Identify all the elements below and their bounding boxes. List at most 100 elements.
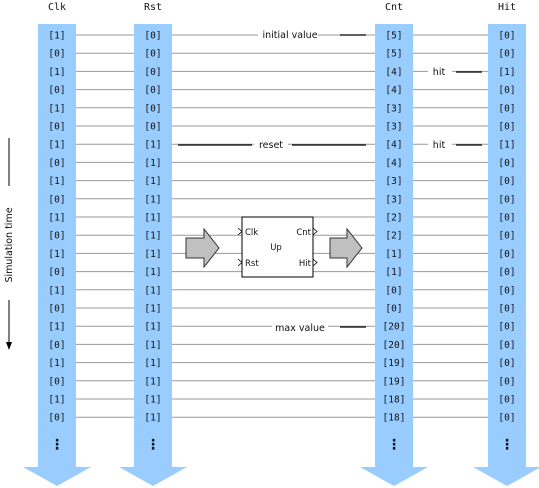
hit-value-cell: [0] [498,31,515,42]
hit-value-cell: [0] [498,413,515,424]
clk-value-cell: [0] [48,413,65,424]
hit-continuation-dots: ⋮ [500,437,514,453]
cnt-value-cell: [3] [385,103,402,114]
clk-value-cell: [0] [48,340,65,351]
clk-column-header: Clk [48,2,66,13]
reset-label: reset [259,140,283,151]
rst-value-cell: [0] [144,103,161,114]
cnt-value-cell: [19] [383,358,406,369]
cnt-value-cell: [4] [385,67,402,78]
rst-value-cell: [0] [144,49,161,60]
cnt-value-cell: [5] [385,31,402,42]
hit-value-cell: [0] [498,231,515,242]
hit-value-cell: [0] [498,267,515,278]
clk-port-icon [237,227,243,236]
hit-label-2: hit [433,140,446,151]
port-in-rst: Rst [245,259,259,269]
clk-value-cell: [1] [48,176,65,187]
hit-value-cell: [0] [498,285,515,296]
rst-value-cell: [1] [144,267,161,278]
clk-value-cell: [1] [48,103,65,114]
hit-value-cell: [0] [498,249,515,260]
annotation-hit-2: hit [428,139,482,151]
cnt-value-cell: [1] [385,249,402,260]
rst-value-cell: [1] [144,413,161,424]
clk-value-cell: [1] [48,322,65,333]
hit-port-icon [312,258,318,267]
clk-value-cell: [1] [48,31,65,42]
clk-value-cell: [1] [48,285,65,296]
rst-port-icon [237,258,243,267]
rst-value-cell: [0] [144,67,161,78]
clk-value-cell: [1] [48,249,65,260]
hit-value-cell: [0] [498,358,515,369]
annotation-max-value: max value [272,322,366,334]
clk-value-cell: [1] [48,140,65,151]
input-block-arrow [185,227,220,269]
rst-value-cell: [0] [144,31,161,42]
cnt-value-cell: [3] [385,176,402,187]
port-out-cnt: Cnt [296,228,311,238]
rst-value-cell: [1] [144,322,161,333]
rst-value-cell: [1] [144,358,161,369]
rst-value-cell: [1] [144,285,161,296]
rst-value-cell: [1] [144,340,161,351]
rst-column-header: Rst [144,2,162,13]
cnt-value-cell: [3] [385,194,402,205]
rst-value-cell: [1] [144,176,161,187]
up-block-body [241,216,314,278]
column-arrows [23,24,539,486]
annotation-reset: reset [178,139,366,151]
clk-value-cell: [1] [48,395,65,406]
hit-label-1: hit [433,67,446,78]
cnt-value-cell: [4] [385,140,402,151]
hit-value-cell: [0] [498,213,515,224]
hit-value-cell: [0] [498,395,515,406]
cnt-value-cell: [3] [385,122,402,133]
cnt-value-cell: [20] [383,340,406,351]
clk-value-cell: [0] [48,122,65,133]
output-block-arrow [329,227,363,269]
hit-value-cell: [1] [498,67,515,78]
clk-value-cell: [0] [48,49,65,60]
hit-value-cell: [0] [498,194,515,205]
rst-continuation-dots: ⋮ [146,437,160,453]
cnt-value-cell: [18] [383,395,406,406]
annotation-hit-1: hit [428,66,482,78]
cnt-value-cell: [0] [385,285,402,296]
initial-value-label: initial value [262,30,317,41]
hit-column-arrow [473,24,539,486]
cnt-value-cell: [0] [385,304,402,315]
rst-value-cell: [1] [144,194,161,205]
hit-value-cell: [0] [498,85,515,96]
hit-value-cell: [1] [498,140,515,151]
rst-value-cell: [1] [144,249,161,260]
cnt-column-header: Cnt [385,2,403,13]
clk-value-cell: [1] [48,213,65,224]
hit-value-cell: [0] [498,376,515,387]
cnt-port-icon [312,227,318,236]
cnt-column-arrow [360,24,428,486]
hit-value-cell: [0] [498,176,515,187]
hit-value-cell: [0] [498,304,515,315]
hit-value-cell: [0] [498,103,515,114]
clk-value-cell: [0] [48,267,65,278]
rst-value-cell: [1] [144,158,161,169]
cnt-value-cell: [1] [385,267,402,278]
hit-column-header: Hit [498,2,516,13]
up-block: Clk Rst Cnt Hit Up [237,216,318,278]
hit-value-cell: [0] [498,340,515,351]
column-values: Clk [1] [0] [1] [0] [1] [0] [1] [0] [1] [0] [1] [0] [… [48,2,516,453]
block-name: Up [270,243,282,253]
rst-column-arrow [119,24,187,486]
clk-value-cell: [1] [48,67,65,78]
hit-value-cell: [0] [498,158,515,169]
time-axis-arrowhead-icon [6,342,12,350]
clk-value-cell: [0] [48,85,65,96]
clk-column-arrow [23,24,91,486]
cnt-value-cell: [19] [383,376,406,387]
cnt-continuation-dots: ⋮ [387,437,401,453]
clk-value-cell: [1] [48,358,65,369]
annotation-initial-value: initial value [258,28,366,41]
